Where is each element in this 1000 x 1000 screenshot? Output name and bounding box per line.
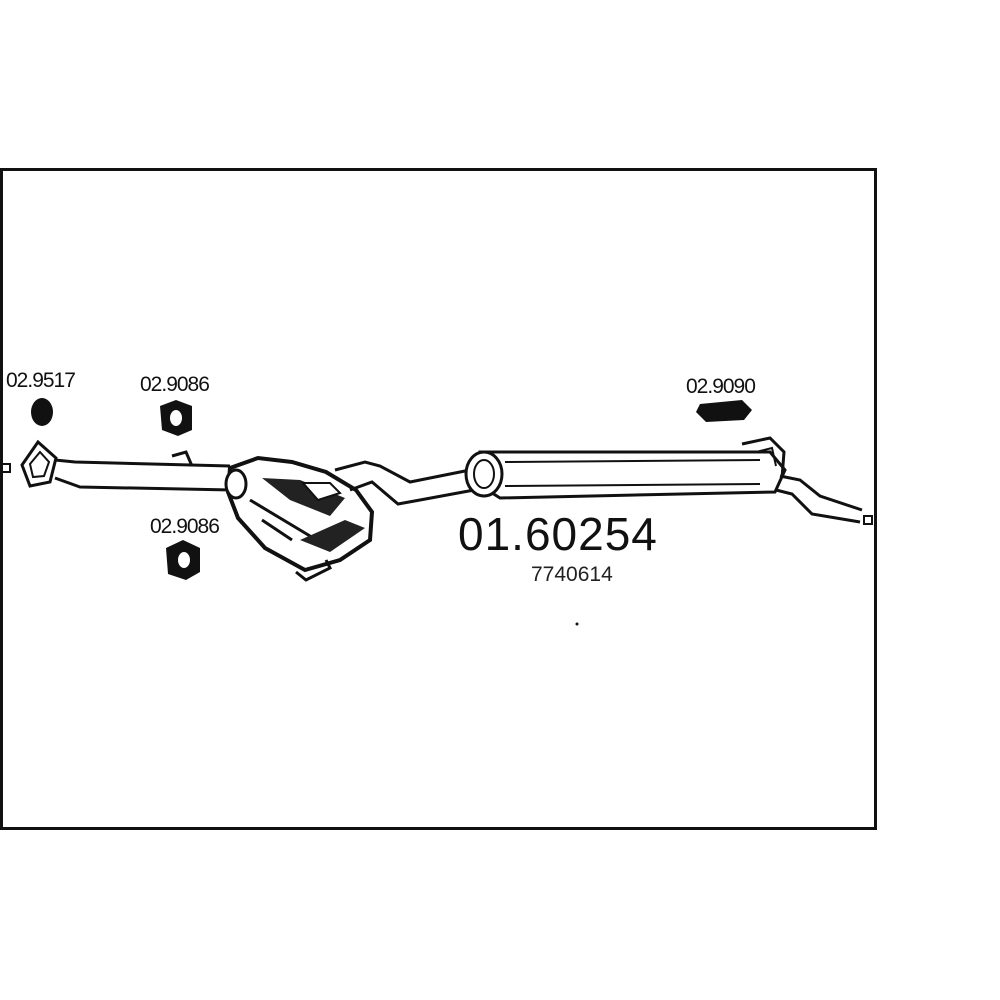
right-end-marker <box>863 515 873 525</box>
front-flange-icon <box>20 439 58 488</box>
gasket-icon <box>31 398 53 426</box>
diagram-frame <box>0 168 877 830</box>
left-end-marker <box>1 463 11 473</box>
front-silencer-icon <box>224 455 375 582</box>
front-pipe <box>54 458 233 492</box>
middle-pipe <box>334 460 486 506</box>
rubber-mount-rear-icon <box>696 400 752 422</box>
callout-label-mount-rear: 02.9090 <box>686 375 756 398</box>
oem-number: 7740614 <box>531 563 613 586</box>
callout-label-mount-upper: 02.9086 <box>140 373 210 396</box>
stray-dot <box>575 622 579 626</box>
tail-pipe <box>775 474 863 524</box>
main-part-number: 01.60254 <box>458 508 658 560</box>
pipe-hanger-icon <box>171 450 194 467</box>
callout-label-mount-lower: 02.9086 <box>150 515 220 538</box>
callout-label-gasket: 02.9517 <box>6 369 76 392</box>
rear-silencer-icon <box>464 436 787 500</box>
rubber-mount-lower-icon <box>166 540 200 580</box>
rubber-mount-upper-icon <box>160 400 192 436</box>
